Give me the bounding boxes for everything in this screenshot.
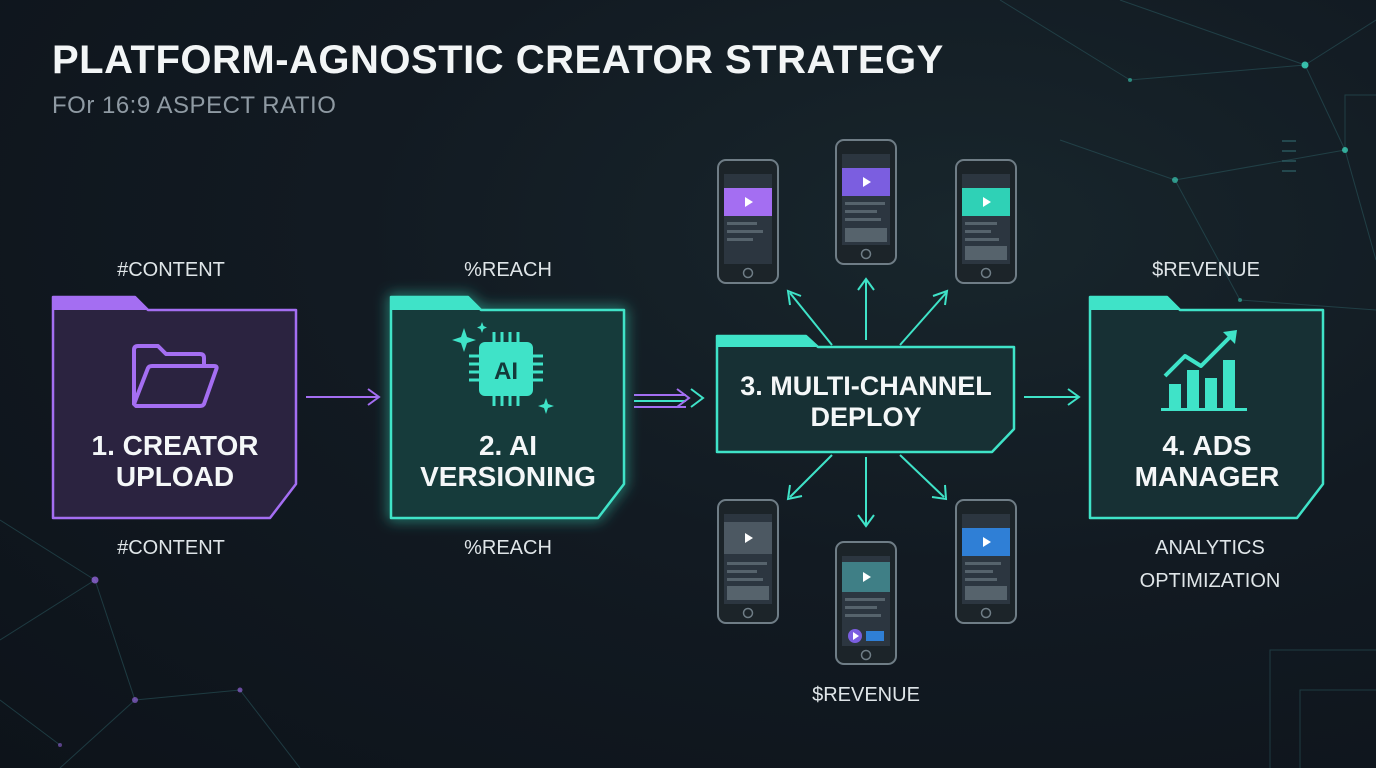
arrow-deploy-to-ads [1024, 388, 1081, 406]
step-3-label-line2: DEPLOY [810, 402, 922, 432]
step-2-label-line1: 2. AI [478, 430, 538, 461]
tag-analytics: ANALYTICS [1155, 537, 1265, 559]
distribution-arrows [786, 277, 949, 528]
step-2-label-line2: VERSIONING [420, 461, 596, 492]
phone-top-right [955, 159, 1017, 284]
page-subtitle: FOr 16:9 ASPECT RATIO [52, 92, 337, 119]
step-4-label-line2: MANAGER [1134, 461, 1280, 492]
ai-chip-text: AI [494, 358, 518, 385]
bar-chart-growth-icon [1161, 330, 1247, 411]
tag-revenue-bottom: $REVENUE [812, 684, 920, 706]
step-1-label-line1: 1. CREATOR [91, 430, 259, 461]
step-multi-channel-deploy: 3. MULTI-CHANNEL DEPLOY [714, 333, 1018, 455]
phone-bottom-right [955, 499, 1017, 624]
phone-top-left [717, 159, 779, 284]
phone-bottom-center [835, 541, 897, 665]
step-ads-manager: 4. ADS MANAGER [1087, 294, 1327, 522]
page-title: PLATFORM-AGNOSTIC CREATOR STRATEGY [52, 38, 944, 82]
arrow-upload-to-versioning [306, 388, 381, 406]
tag-reach-bottom: %REACH [464, 537, 552, 559]
step-3-label-line1: 3. MULTI-CHANNEL [740, 371, 992, 401]
tag-optimization: OPTIMIZATION [1139, 570, 1281, 592]
folder-open-icon [132, 344, 219, 408]
step-ai-versioning: AI 2. AI VERSIONING [388, 294, 628, 522]
phone-top-center [835, 139, 897, 265]
ai-chip-icon: AI [452, 322, 554, 414]
arrow-versioning-to-deploy [634, 388, 705, 408]
tag-content-bottom: #CONTENT [117, 537, 225, 559]
tag-content-top: #CONTENT [117, 259, 225, 281]
phone-bottom-left [717, 499, 779, 624]
tag-revenue-top: $REVENUE [1152, 259, 1260, 281]
step-creator-upload: 1. CREATOR UPLOAD [50, 294, 300, 522]
step-1-label-line2: UPLOAD [115, 461, 235, 492]
step-4-label-line1: 4. ADS [1162, 430, 1252, 461]
tag-reach-top: %REACH [464, 259, 552, 281]
